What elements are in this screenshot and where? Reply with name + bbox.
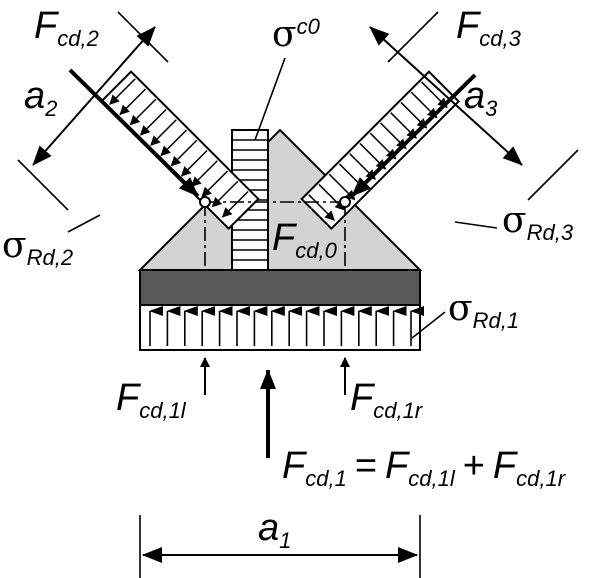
sigma-rd1-leader: [411, 311, 446, 339]
stress-arrow: [221, 190, 249, 218]
sigma-rd2-leader: [67, 214, 101, 233]
fcd0-label: Fcd,0: [272, 217, 338, 263]
a1-label: a1: [258, 507, 291, 553]
stress-arrow: [170, 139, 198, 167]
fcd1r-label: Fcd,1r: [350, 377, 424, 423]
strut-centerlines: [204, 201, 346, 270]
stress-arrow: [318, 183, 346, 211]
stress-arrow: [160, 129, 188, 157]
stress-arrow: [180, 149, 208, 177]
bearing-plate: [139, 269, 421, 306]
sigma-c0-label: σc0: [272, 14, 321, 55]
fcd2-label: Fcd,2: [34, 5, 99, 51]
fcd1l-label: Fcd,1l: [116, 377, 187, 423]
sigma-c0-leader: [254, 57, 286, 141]
a2-dimension: [17, 11, 169, 211]
a2-label: a2: [24, 75, 57, 121]
stress-arrow: [201, 170, 229, 198]
stress-arrow: [328, 173, 356, 201]
sigma-rd2-label: σRd,2: [2, 225, 73, 270]
right-inclined-stress-block: [300, 70, 461, 231]
sigma-rd1-label: σRd,1: [448, 288, 519, 333]
stress-arrow: [308, 194, 335, 221]
fcd1-equation: Fcd,1=Fcd,1l+Fcd,1r: [282, 445, 567, 491]
left-node-point: [199, 196, 211, 208]
sigma-rd3-leader: [454, 221, 498, 229]
fcd3-label: Fcd,3: [456, 5, 522, 51]
bottom-stress-block: [139, 304, 424, 351]
a3-label: a3: [464, 75, 498, 121]
a1-dimension: [139, 515, 421, 578]
a3-dimension: [369, 11, 579, 201]
right-node-point: [339, 196, 351, 208]
sigma-rd3-label: σRd,3: [502, 200, 574, 245]
